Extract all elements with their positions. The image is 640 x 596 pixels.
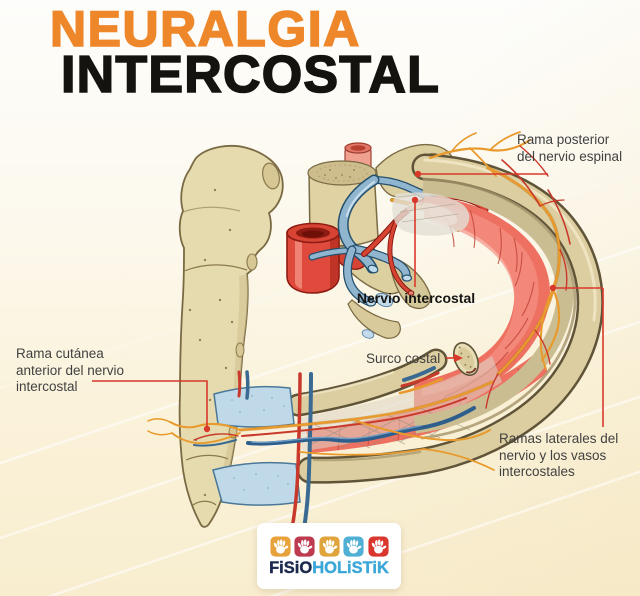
hand-icon <box>343 536 364 557</box>
logo-text-holistik: HOLiSTiK <box>312 558 389 577</box>
label-ramas-laterales: Ramas laterales del nervio y los vasos i… <box>499 431 619 480</box>
rib-inner-surface <box>413 177 574 434</box>
nerve-branches-outer <box>428 131 571 409</box>
hand-icon <box>367 536 389 557</box>
hand-icon <box>318 536 340 557</box>
leader-rama-posterior <box>414 170 548 178</box>
label-surco-costal: Surco costal <box>366 351 441 366</box>
label-rama-posterior: Rama posterior del nervio espinal <box>517 132 623 164</box>
fisioholistik-logo: FiSiOHOLiSTiK <box>257 523 401 589</box>
hand-icon <box>294 536 315 557</box>
leader-rama-cutanea <box>92 380 211 433</box>
leader-ramas-laterales <box>549 284 604 427</box>
bundle-under-rib <box>398 366 444 395</box>
logo-wordmark: FiSiOHOLiSTiK <box>269 558 389 577</box>
title-line-2: INTERCOSTAL <box>60 46 441 104</box>
logo-hand-icons <box>269 536 389 557</box>
logo-text-fisio: FiSiO <box>269 558 313 577</box>
lower-nerve-vessels <box>147 380 495 471</box>
leader-surco-costal <box>446 353 463 363</box>
label-rama-cutanea: Rama cutánea anterior del nervio interco… <box>16 346 125 395</box>
title-line-1: NEURALGIA <box>49 1 361 57</box>
aorta <box>286 222 369 294</box>
hand-icon <box>269 536 291 557</box>
label-nervio-intercostal: Nervio intercostal <box>356 290 476 306</box>
leader-nervio-intercostal <box>411 196 419 287</box>
cut-rib <box>286 342 479 417</box>
pleura-patch <box>392 192 470 236</box>
